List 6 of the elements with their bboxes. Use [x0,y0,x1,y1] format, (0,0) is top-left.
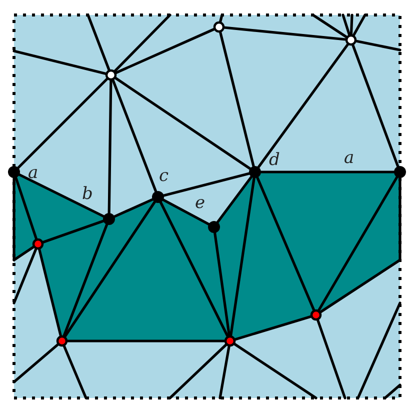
vertex-label: a [28,165,38,182]
vertex-label: b [82,186,93,203]
vertex-label: d [269,152,280,169]
vertex-label: c [159,168,169,185]
vertex-label: e [195,195,206,212]
vertex-label: a [344,150,354,167]
